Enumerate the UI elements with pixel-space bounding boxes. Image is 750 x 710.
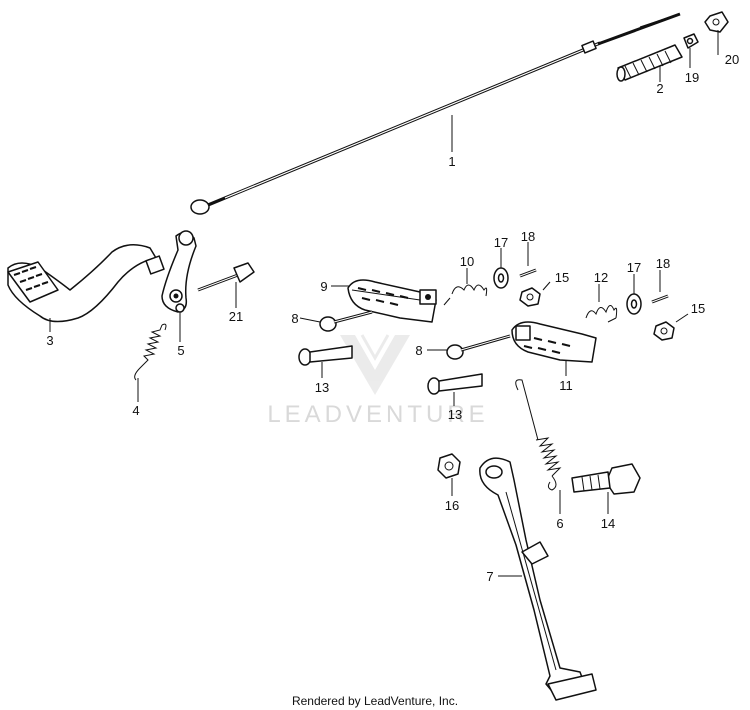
part-19-joint [683,33,699,49]
part-7-side-stand [479,457,597,701]
callout-18-left: 18 [521,229,535,244]
leader-lines [49,30,719,577]
callout-18-right: 18 [656,256,670,271]
part-8-pin-upper [319,310,373,332]
part-14-pivot-bolt [571,463,641,495]
callout-11: 11 [559,378,573,393]
callout-15-right: 15 [691,301,705,316]
callout-19: 19 [685,70,699,85]
callout-8-upper: 8 [291,311,298,326]
callout-2: 2 [656,81,663,96]
part-15-nut-left [519,287,541,307]
part-3-brake-pedal [7,244,165,323]
callout-5: 5 [177,343,184,358]
part-17-washer-left [493,267,509,289]
part-2-rod-spring [616,44,683,82]
callout-4: 4 [132,403,139,418]
watermark: LEADVENTURE [267,334,488,428]
part-6-stand-spring [515,379,562,491]
callout-9: 9 [320,279,327,294]
callout-7: 7 [486,569,493,584]
part-17-washer-right [626,293,642,315]
part-1-brake-rod [190,12,681,215]
callout-10: 10 [460,254,474,269]
part-20-adjusting-nut [704,11,729,33]
part-5-brake-arm [161,230,197,313]
callout-6: 6 [556,516,563,531]
callout-16: 16 [445,498,459,513]
callout-13-lower: 13 [448,407,462,422]
callout-8-lower: 8 [415,343,422,358]
callout-20: 20 [725,52,739,67]
part-16-nut [437,453,461,479]
callout-21: 21 [229,309,243,324]
part-9-footpeg-left [347,279,437,323]
callout-14: 14 [601,516,615,531]
callout-15-left: 15 [555,270,569,285]
footer-credit: Rendered by LeadVenture, Inc. [292,694,458,708]
part-15-nut-right [653,321,675,341]
watermark-text: LEADVENTURE [267,401,488,428]
part-18-cotter-pin-left [519,268,537,278]
callout-12: 12 [594,270,608,285]
part-12-footpeg-spring-right [585,305,618,323]
callout-3: 3 [46,333,53,348]
part-8-pin-lower [446,334,511,360]
part-10-footpeg-spring-left [443,284,488,306]
callout-17-left: 17 [494,235,508,250]
callout-17-right: 17 [627,260,641,275]
part-13-clevis-pin-lower [427,373,483,395]
part-4-return-spring [134,323,167,381]
part-11-footpeg-right [511,321,597,363]
part-18-cotter-pin-right [651,294,669,304]
part-13-clevis-pin-upper [298,345,353,366]
part-21-bolt [197,262,255,292]
callout-13-upper: 13 [315,380,329,395]
callout-1: 1 [448,154,455,169]
callout-labels: 1 2 19 20 3 4 5 21 9 8 13 10 17 18 15 12… [46,52,739,584]
watermark-logo-icon [340,334,410,395]
